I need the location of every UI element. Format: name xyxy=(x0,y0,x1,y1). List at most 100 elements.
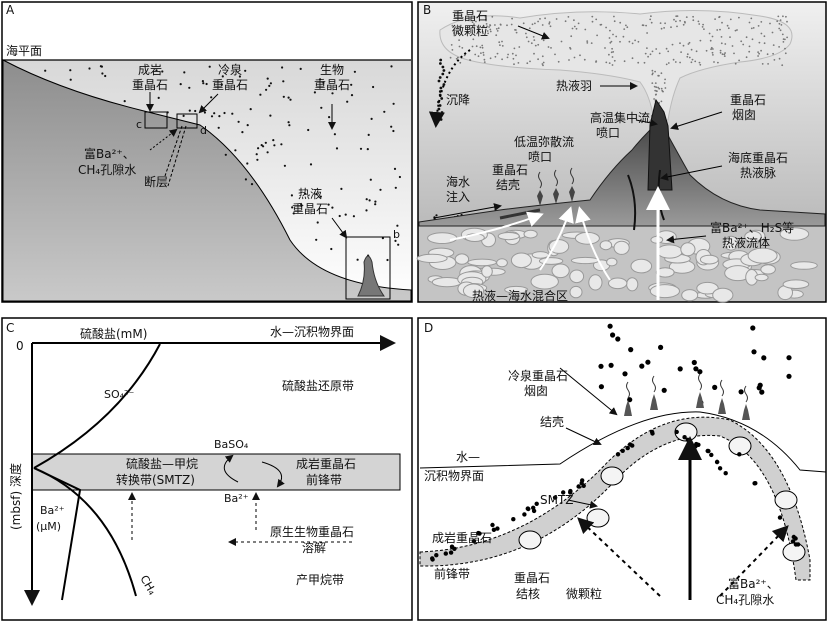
particle xyxy=(664,79,666,81)
particle xyxy=(639,364,644,369)
particle xyxy=(561,41,563,43)
seep-chimney-label-1: 冷泉重晶石 xyxy=(508,369,568,383)
particle xyxy=(371,118,373,120)
particle xyxy=(727,25,729,27)
particle xyxy=(661,72,663,74)
particle xyxy=(526,36,528,38)
particle xyxy=(439,59,442,62)
particle xyxy=(706,50,708,52)
panel-d-letter: D xyxy=(424,321,433,335)
particle xyxy=(780,29,782,31)
particle xyxy=(600,24,602,26)
particle xyxy=(457,57,459,59)
particle xyxy=(288,97,290,99)
ba-rich-label-1: 富Ba²⁺、 xyxy=(84,146,135,161)
fluid-label-1: 富Ba²⁺、H₂S等 xyxy=(710,220,794,235)
particle xyxy=(250,108,252,110)
reduction-zone-label: 硫酸盐还原带 xyxy=(282,378,354,393)
panel-c: C 硫酸盐(mM) 0 水—沉积物界面 (mbsf) 深度 SO₄²⁻ 硫酸盐还… xyxy=(2,318,412,620)
sea-level-label: 海平面 xyxy=(6,43,42,58)
particle xyxy=(360,148,362,150)
ba-axis-label-1: Ba²⁺ xyxy=(40,504,65,517)
crust-label-1: 重晶石 xyxy=(492,163,528,177)
particle xyxy=(786,355,791,360)
particle xyxy=(531,42,533,44)
fault-label: 断层 xyxy=(144,174,168,189)
particle xyxy=(710,48,712,50)
crust-label: 结壳 xyxy=(540,415,564,429)
particle xyxy=(101,72,103,74)
particle xyxy=(776,20,778,22)
particle xyxy=(267,151,269,153)
particle xyxy=(497,53,499,55)
pebble xyxy=(600,241,612,250)
particle xyxy=(724,52,726,54)
particle xyxy=(397,244,399,246)
smtz-label-1: 硫酸盐—甲烷 xyxy=(126,456,198,471)
dissolution-label-1: 原生生物重晶石 xyxy=(270,525,354,539)
particle xyxy=(288,124,290,126)
particle xyxy=(268,85,270,87)
pebble xyxy=(589,275,602,290)
particle xyxy=(623,36,625,38)
particle xyxy=(644,62,646,64)
particle xyxy=(752,38,754,40)
particle xyxy=(664,82,666,84)
particle xyxy=(476,45,478,47)
particle xyxy=(632,43,634,45)
interface-label-1: 水— xyxy=(456,450,480,464)
particle xyxy=(762,63,764,65)
particle xyxy=(584,29,586,31)
particle xyxy=(542,65,544,67)
particle xyxy=(523,22,525,24)
particle xyxy=(660,22,662,24)
high-temp-label-2: 喷口 xyxy=(596,126,620,140)
pebble xyxy=(700,255,718,264)
particle xyxy=(694,61,696,63)
particle xyxy=(202,82,204,84)
crust-label-2: 结壳 xyxy=(496,178,520,192)
particle xyxy=(490,523,494,527)
particle xyxy=(728,27,730,29)
particle xyxy=(778,46,780,48)
sink-label: 沉降 xyxy=(446,93,470,107)
particle xyxy=(609,363,614,368)
particle xyxy=(544,17,546,19)
particle xyxy=(696,443,700,447)
particle xyxy=(672,44,674,46)
microparticle-label-1: 重晶石 xyxy=(452,9,488,23)
pebble xyxy=(607,258,617,266)
particle xyxy=(691,61,693,63)
particle xyxy=(367,148,369,150)
fluid-label-2: 热液流体 xyxy=(722,235,770,250)
chimney-label-2: 烟囱 xyxy=(732,108,756,122)
particle xyxy=(611,48,613,50)
particle xyxy=(482,47,484,49)
depth-axis-label: (mbsf) 深度 xyxy=(8,463,23,530)
particle xyxy=(459,62,461,64)
particle xyxy=(712,36,714,38)
particle xyxy=(619,41,621,43)
particle xyxy=(785,16,787,18)
particle xyxy=(257,147,259,149)
particle xyxy=(706,449,710,453)
barite-nodule xyxy=(601,467,623,485)
particle xyxy=(753,481,757,485)
particle xyxy=(748,51,750,53)
particle xyxy=(246,162,248,164)
particle xyxy=(586,42,588,44)
particle xyxy=(396,225,398,227)
particle xyxy=(218,115,220,117)
particle xyxy=(511,18,513,20)
particle xyxy=(439,76,442,79)
particle xyxy=(628,347,633,352)
particle xyxy=(767,63,769,65)
particle xyxy=(549,21,551,23)
particle xyxy=(372,86,374,88)
particle xyxy=(269,115,271,117)
particle xyxy=(736,29,738,31)
particle xyxy=(189,110,191,112)
box-c-label: c xyxy=(136,118,142,131)
particle xyxy=(713,61,715,63)
particle xyxy=(284,165,286,167)
